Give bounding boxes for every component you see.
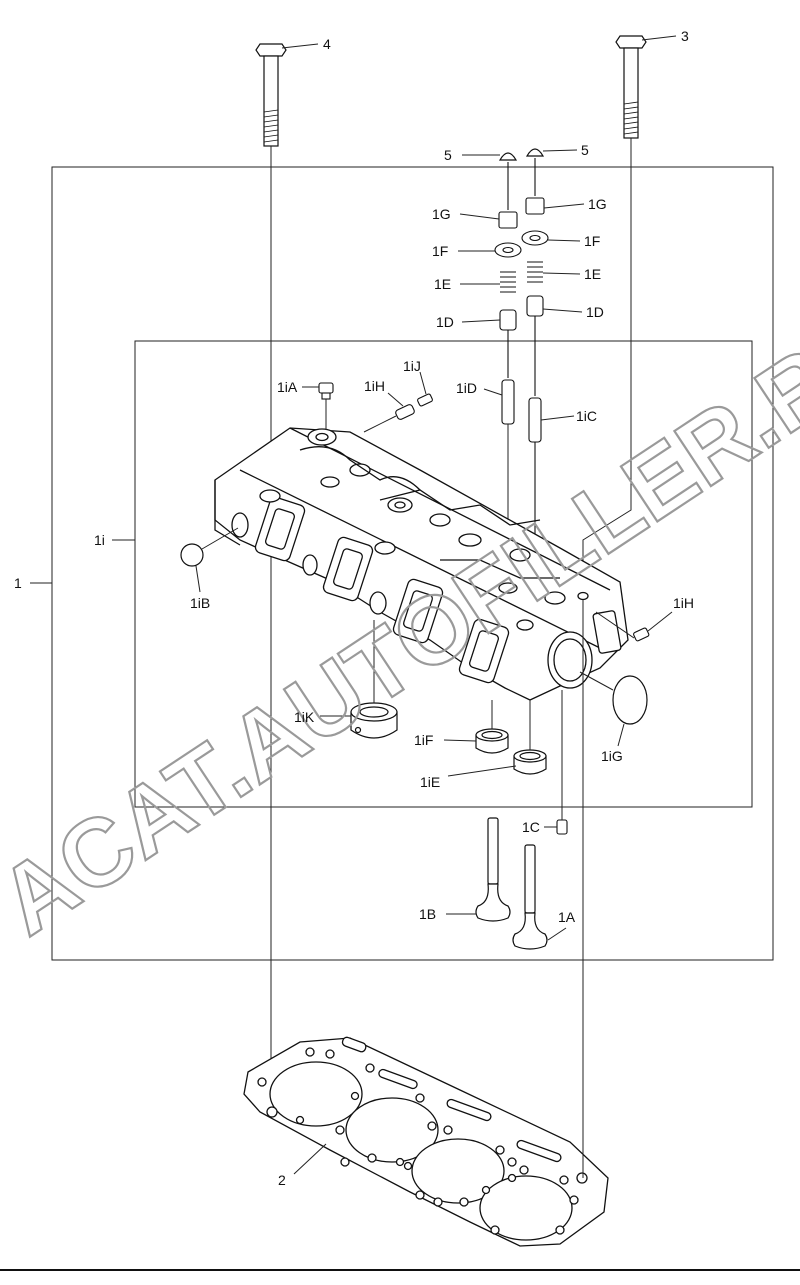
callout-1b: 1B: [419, 906, 436, 922]
callout-5-right: 5: [581, 142, 589, 158]
callout-1ig: 1iG: [601, 748, 623, 764]
callout-1e-right: 1E: [584, 266, 601, 282]
callout-1ij: 1iJ: [403, 358, 421, 374]
callout-1id: 1iD: [456, 380, 477, 396]
valve-seat-1iE: [513, 749, 547, 775]
callout-2: 2: [278, 1172, 286, 1188]
callout-1i: 1i: [94, 532, 105, 548]
valve-guide-1C: [556, 819, 568, 835]
plug-1iH-right: [633, 627, 650, 642]
plug-1iG: [612, 675, 648, 725]
assembly-frame-outer: [51, 166, 774, 961]
valve-1A: [512, 844, 548, 950]
callout-1ih-top: 1iH: [364, 378, 385, 394]
callout-1: 1: [14, 575, 22, 591]
callout-1a: 1A: [558, 909, 576, 925]
callout-1ie: 1iE: [420, 774, 440, 790]
callout-1ik: 1iK: [294, 709, 315, 725]
callout-1g-left: 1G: [432, 206, 451, 222]
callout-labels: 1 2 3 4 5 5 1G 1G 1F 1F 1E 1E 1D 1D 1iA …: [14, 28, 694, 1188]
callout-1d-left: 1D: [436, 314, 454, 330]
plug-1iA: [318, 382, 334, 400]
callout-1c: 1C: [522, 819, 540, 835]
assembly-frame-inner: [134, 340, 753, 808]
bolt-3: [615, 35, 647, 139]
valve-cap-left: [498, 152, 518, 161]
valve-cap-right: [525, 148, 545, 157]
dowel-1iH: [395, 393, 433, 420]
valve-seat-1iF: [475, 728, 509, 754]
sleeve-1iK: [350, 702, 398, 739]
watermark-text: ACAT.AUTOFILLER.RU: [0, 288, 800, 955]
plug-1iB: [180, 543, 204, 567]
callout-1ia: 1iA: [277, 379, 298, 395]
callout-1ib: 1iB: [190, 595, 210, 611]
valve-1B: [475, 817, 511, 922]
callout-1f-right: 1F: [584, 233, 600, 249]
callout-1d-right: 1D: [586, 304, 604, 320]
callout-4: 4: [323, 36, 331, 52]
bolt-4: [255, 43, 287, 147]
head-gasket: [243, 1036, 609, 1247]
valve-stack-left: [494, 162, 522, 425]
callout-1ih-right: 1iH: [673, 595, 694, 611]
callout-1f-left: 1F: [432, 243, 448, 259]
cylinder-head: [214, 427, 629, 701]
callout-1if: 1iF: [414, 732, 433, 748]
callout-1g-right: 1G: [588, 196, 607, 212]
callout-1e-left: 1E: [434, 276, 451, 292]
callout-1ic: 1iC: [576, 408, 597, 424]
callout-3: 3: [681, 28, 689, 44]
callout-5-left: 5: [444, 147, 452, 163]
